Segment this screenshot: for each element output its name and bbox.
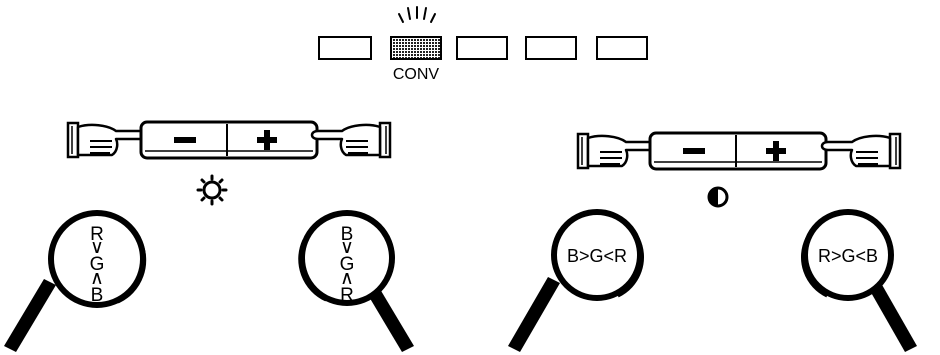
magnifier-text: R	[90, 224, 104, 245]
contrast-plus-button[interactable]	[737, 135, 825, 167]
left-hand-icon	[66, 121, 148, 159]
button-5[interactable]	[596, 36, 648, 60]
magnifier-handle	[362, 279, 414, 352]
right-hand-icon	[310, 121, 392, 159]
magnifier-text: G	[340, 254, 355, 275]
magnifier-text: ∧	[90, 268, 104, 289]
magnifier-handle	[508, 277, 560, 352]
left-hand-icon	[576, 132, 658, 170]
glow-rays-icon	[398, 6, 436, 23]
magnifier-handle	[865, 276, 917, 352]
contrast-icon	[707, 186, 729, 208]
button-conv[interactable]: CONV	[390, 6, 442, 83]
magnifier-rgb-horizontal: R>G<B	[801, 209, 917, 352]
magnifier-text: B	[91, 285, 104, 306]
magnifier-text: ∨	[90, 237, 104, 258]
magnifier-text: ∧	[340, 268, 354, 289]
brightness-control	[66, 120, 392, 206]
button-4[interactable]	[525, 36, 577, 60]
magnifier-bgr-horizontal: B>G<R	[508, 209, 644, 352]
magnifier-text: ∨	[340, 237, 354, 258]
conv-label: CONV	[393, 66, 440, 83]
magnifier-rgb-vertical: R ∨ G ∧ B	[4, 210, 147, 352]
contrast-control	[576, 131, 902, 208]
brightness-icon	[196, 174, 228, 206]
button-row: CONV	[318, 6, 648, 83]
magnifier-text: B>G<R	[567, 246, 627, 266]
brightness-minus-button[interactable]	[142, 124, 226, 156]
button-1[interactable]	[318, 36, 372, 60]
magnifier-text: R>G<B	[818, 246, 878, 266]
contrast-minus-button[interactable]	[651, 135, 735, 167]
magnifier-text: B	[341, 224, 354, 245]
brightness-rocker	[139, 120, 319, 160]
magnifier-text: R	[340, 285, 354, 306]
button-3[interactable]	[456, 36, 508, 60]
magnifier-handle	[4, 279, 56, 352]
right-hand-icon	[820, 132, 902, 170]
magnifier-text: G	[90, 254, 105, 275]
brightness-plus-button[interactable]	[228, 124, 316, 156]
contrast-rocker	[648, 131, 828, 171]
magnifier-bgr-vertical: B ∨ G ∧ R	[298, 210, 414, 352]
